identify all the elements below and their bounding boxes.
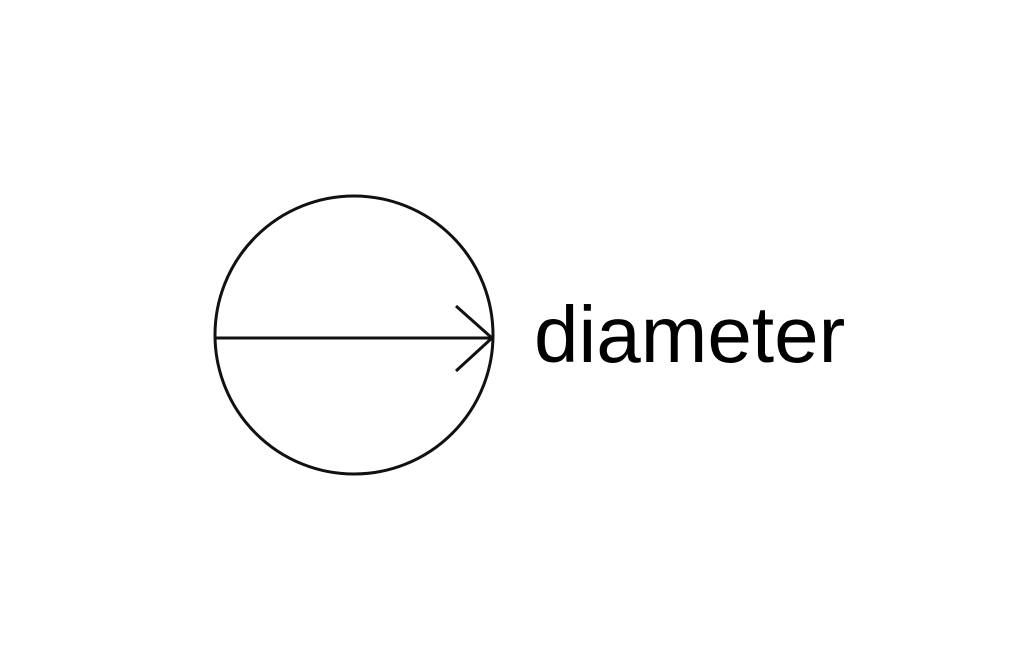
circle-shape [213,194,495,476]
arrow-head-icon [454,304,495,373]
diameter-label: diameter [534,290,846,379]
